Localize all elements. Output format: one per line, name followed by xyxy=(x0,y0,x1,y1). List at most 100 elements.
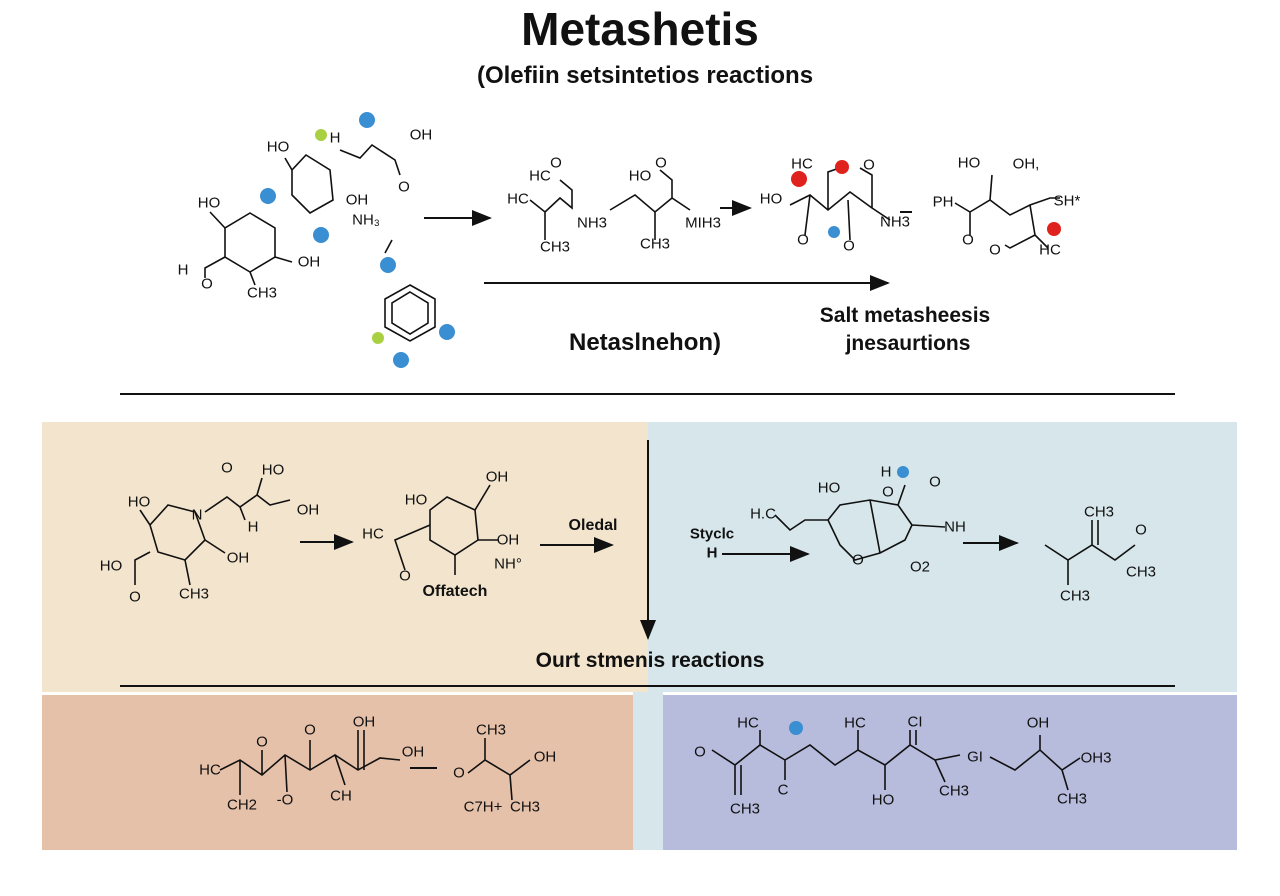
atom-label: O xyxy=(304,721,316,739)
atom-label: O xyxy=(989,241,1001,259)
atom-label: OH3 xyxy=(1080,749,1112,767)
atom-label: CH3 xyxy=(1059,587,1091,605)
atom-label: OH xyxy=(345,191,369,209)
atom-label: OH, xyxy=(1012,155,1040,173)
atom-dot-blue xyxy=(260,188,276,204)
atom-label: O2 xyxy=(909,558,931,576)
atom-label: CH3 xyxy=(509,798,541,816)
atom-label: HO xyxy=(197,194,221,212)
atom-label: HC xyxy=(362,525,384,543)
atom-label: OH xyxy=(352,713,376,731)
atom-label: O xyxy=(863,156,875,174)
panel-gap xyxy=(633,692,663,850)
atom-label: CH3 xyxy=(539,238,571,256)
atom-label: HC xyxy=(791,155,813,173)
atom-label: H xyxy=(247,518,259,536)
caption-reagent: Styclc xyxy=(689,525,735,543)
atom-dot-blue xyxy=(393,352,409,368)
atom-label: N xyxy=(191,506,203,524)
atom-label: O xyxy=(843,237,855,255)
atom-label: CH3 xyxy=(1056,790,1088,808)
atom-label: O xyxy=(399,567,411,585)
atom-label: CH3 xyxy=(639,235,671,253)
panel-lavender xyxy=(663,695,1237,850)
atom-label: HC xyxy=(844,714,866,732)
atom-label: O xyxy=(256,733,268,751)
panel-salmon xyxy=(42,695,633,850)
atom-label: O xyxy=(398,178,410,196)
caption-salt-metathesis: Salt metasheesis xyxy=(819,303,991,327)
atom-label: HO xyxy=(99,557,123,575)
atom-label: HO xyxy=(957,154,981,172)
atom-label: CH3 xyxy=(475,721,507,739)
caption-offatech: Offatech xyxy=(422,582,488,600)
atom-label: OH xyxy=(485,468,509,486)
atom-label: OH xyxy=(226,549,250,567)
atom-dot-green xyxy=(315,129,327,141)
atom-label: CH3 xyxy=(178,585,210,603)
atom-label: H xyxy=(177,261,189,279)
panel-beige xyxy=(42,422,648,692)
atom-label: HC xyxy=(507,190,529,208)
diagram-subtitle: (Olefiin setsintetios reactions xyxy=(476,62,814,89)
atom-label: HC xyxy=(1039,241,1061,259)
section-caption: Ourt stmenis reactions xyxy=(535,648,765,672)
atom-label: HC xyxy=(737,714,759,732)
atom-label: HO xyxy=(628,167,652,185)
atom-dot-blue xyxy=(828,226,840,238)
atom-label: HC xyxy=(199,761,221,779)
atom-label: O xyxy=(550,154,562,172)
caption-salt-metathesis-2: jnesaurtions xyxy=(845,331,971,355)
atom-label: O xyxy=(221,459,233,477)
atom-label: OH xyxy=(296,501,320,519)
atom-dot-blue xyxy=(897,466,909,478)
atom-dot-blue xyxy=(789,721,803,735)
atom-label: NH₃ xyxy=(352,211,380,229)
atom-label: NH xyxy=(944,518,966,536)
atom-label: CI xyxy=(907,713,923,731)
atom-label: C xyxy=(777,781,789,799)
atom-dot-red xyxy=(835,160,849,174)
atom-label: HO xyxy=(817,479,841,497)
caption-oledal: Oledal xyxy=(568,516,618,534)
atom-label: HO xyxy=(759,190,783,208)
atom-dot-blue xyxy=(313,227,329,243)
atom-label: NH3 xyxy=(879,213,911,231)
atom-label: O xyxy=(129,588,141,606)
atom-label: OH xyxy=(401,743,425,761)
caption-netaslnehon: Netaslnehon) xyxy=(568,329,722,357)
atom-label: PH xyxy=(932,193,954,211)
atom-label: OH xyxy=(1026,714,1050,732)
atom-label: CH3 xyxy=(246,284,278,302)
atom-label: MIH3 xyxy=(685,214,721,232)
atom-label: H xyxy=(329,129,341,147)
diagram-title: Metashetis xyxy=(521,3,759,55)
atom-label: OH xyxy=(409,126,433,144)
atom-label: CH3 xyxy=(938,782,970,800)
atom-label: OH xyxy=(533,748,557,766)
atom-label: -O xyxy=(276,791,294,809)
atom-label: O xyxy=(797,231,809,249)
atom-dot-red xyxy=(791,171,807,187)
atom-label: GI xyxy=(967,748,983,766)
atom-dot-blue xyxy=(359,112,375,128)
atom-label: O xyxy=(1135,521,1147,539)
atom-label: H.C xyxy=(750,505,776,523)
atom-label: NH3 xyxy=(576,214,608,232)
atom-dot-green xyxy=(372,332,384,344)
atom-label: C7H+ xyxy=(463,798,503,816)
panel-blue xyxy=(648,422,1237,692)
atom-label: O xyxy=(201,275,213,293)
atom-label: O xyxy=(929,473,941,491)
atom-label: O xyxy=(453,764,465,782)
atom-label: HO xyxy=(261,461,285,479)
atom-label: H xyxy=(880,463,892,481)
atom-dot-blue xyxy=(380,257,396,273)
atom-label: NH° xyxy=(494,555,522,573)
atom-label: O xyxy=(882,483,894,501)
atom-label: CH3 xyxy=(1125,563,1157,581)
atom-label: SH* xyxy=(1053,192,1081,210)
atom-label: HO xyxy=(127,493,151,511)
atom-label: CH xyxy=(330,787,352,805)
